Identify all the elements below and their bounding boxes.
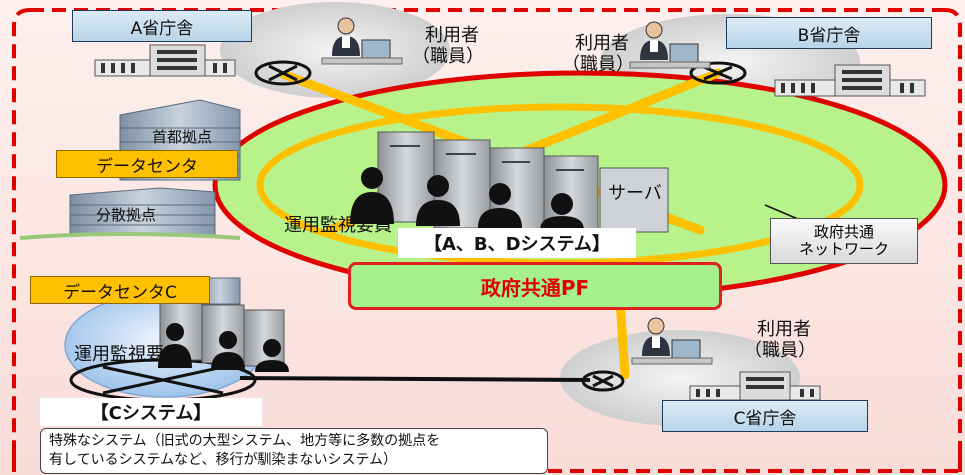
- special-system-note-line1: 特殊なシステム（旧式の大型システム、地方等に多数の拠点を: [49, 433, 441, 449]
- system-c-link: [239, 376, 591, 382]
- operator-label-main: 運用監視要員: [284, 215, 392, 236]
- operator-silhouette-icon: [350, 167, 584, 230]
- government-network-line2: ネットワーク: [798, 240, 889, 258]
- user-at-desk-icon: [631, 317, 713, 365]
- user-a-line1: 利用者: [425, 25, 479, 46]
- office-c-label: C省庁舎: [662, 400, 868, 432]
- user-a-label: 利用者 （職員）: [412, 25, 484, 67]
- user-c-line1: 利用者: [757, 319, 811, 340]
- system-c-label: 【Cシステム】: [40, 398, 262, 426]
- government-platform-label: 政府共通PF: [348, 262, 722, 310]
- government-building-icon: [774, 64, 926, 97]
- government-network-label: 政府共通 ネットワーク: [770, 218, 918, 264]
- outer-dashed-frame: [12, 8, 962, 473]
- office-a-label: A省庁舎: [72, 10, 252, 42]
- capital-site-label: 首都拠点: [152, 128, 213, 146]
- government-network-line1: 政府共通: [813, 222, 874, 241]
- office-b-label: B省庁舎: [726, 17, 932, 49]
- user-a-line2: （職員）: [412, 45, 484, 67]
- user-c-line2: （職員）: [744, 339, 816, 361]
- user-at-desk-icon: [629, 21, 711, 69]
- government-building-icon: [94, 44, 236, 77]
- distributed-site-label: 分散拠点: [96, 206, 157, 224]
- operator-label-c: 運用監視要員: [74, 344, 182, 365]
- router-icon: [254, 60, 312, 86]
- user-b-line1: 利用者: [575, 33, 629, 54]
- datacenter-c-label: データセンタC: [30, 276, 210, 304]
- router-icon: [689, 61, 747, 85]
- datacenter-label: データセンタ: [56, 150, 238, 178]
- operator-silhouette-icon: [158, 323, 289, 372]
- special-system-note-line2: 有しているシステムなど、移行が馴染まないシステム）: [49, 451, 398, 468]
- system-abd-label: 【A、B、Dシステム】: [398, 228, 636, 258]
- user-b-label: 利用者 （職員）: [562, 33, 634, 75]
- router-icon: [581, 370, 625, 392]
- user-at-desk-icon: [321, 17, 403, 65]
- server-label: サーバ: [608, 183, 662, 204]
- government-building-icon: [689, 371, 821, 401]
- special-system-note: 特殊なシステム（旧式の大型システム、地方等に多数の拠点を 有しているシステムなど…: [40, 428, 548, 474]
- user-c-label: 利用者 （職員）: [744, 319, 816, 361]
- user-b-line2: （職員）: [562, 53, 634, 75]
